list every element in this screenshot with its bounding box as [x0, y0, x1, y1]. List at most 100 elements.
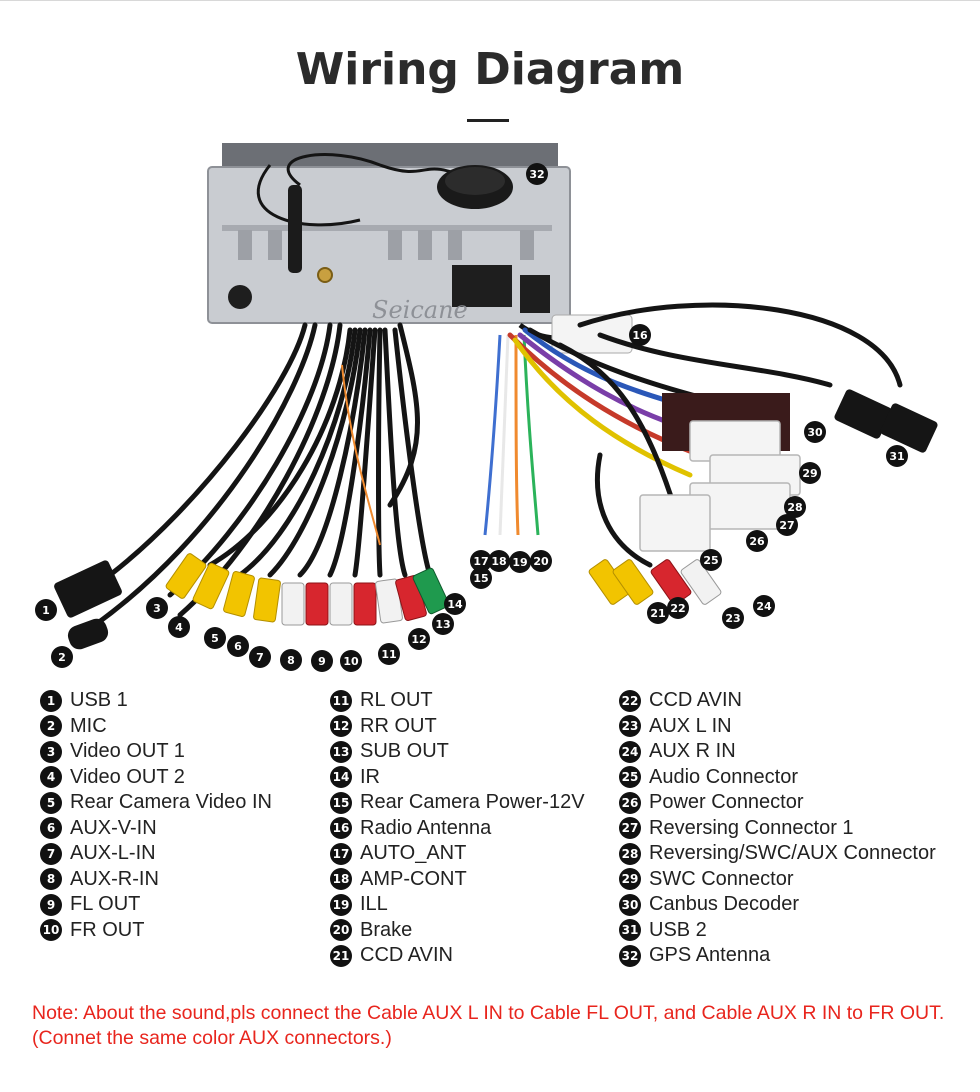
- callout-26: 26: [746, 530, 768, 552]
- legend-label: USB 1: [70, 689, 128, 712]
- svg-text:4: 4: [175, 621, 183, 634]
- callout-22: 22: [667, 597, 689, 619]
- svg-text:5: 5: [211, 632, 219, 645]
- callout-32: 32: [526, 163, 548, 185]
- svg-text:16: 16: [632, 329, 648, 342]
- legend-number: 31: [619, 919, 641, 942]
- svg-text:21: 21: [650, 607, 665, 620]
- legend-number: 30: [619, 893, 641, 916]
- callout-9: 9: [311, 650, 333, 672]
- orange-wire: [341, 364, 381, 546]
- legend-label: FR OUT: [70, 918, 145, 941]
- legend-label: Reversing Connector 1: [649, 816, 854, 839]
- svg-text:22: 22: [670, 602, 685, 615]
- callout-6: 6: [227, 635, 249, 657]
- legend-number: 7: [40, 842, 62, 865]
- legend-label: Radio Antenna: [360, 816, 492, 839]
- callout-7: 7: [249, 646, 271, 668]
- connection-note: Note: About the sound,pls connect the Ca…: [32, 1002, 945, 1049]
- legend-label: Power Connector: [649, 791, 804, 814]
- svg-text:28: 28: [787, 501, 802, 514]
- callout-12: 12: [408, 628, 430, 650]
- legend-number: 5: [40, 791, 62, 814]
- callout-10: 10: [340, 650, 362, 672]
- seicane-watermark: Seicane: [372, 296, 468, 324]
- callout-25: 25: [700, 549, 722, 571]
- svg-text:3: 3: [153, 602, 161, 615]
- legend-label: AMP-CONT: [360, 867, 467, 890]
- svg-text:15: 15: [473, 572, 488, 585]
- svg-text:17: 17: [473, 555, 488, 568]
- legend-number: 2: [40, 715, 62, 738]
- svg-text:2: 2: [58, 651, 66, 664]
- svg-text:13: 13: [435, 618, 450, 631]
- callout-3: 3: [146, 597, 168, 619]
- legend-label: CCD AVIN: [360, 944, 453, 967]
- legend-number: 24: [619, 740, 641, 763]
- legend-number: 3: [40, 740, 62, 763]
- legend-label: MIC: [70, 714, 107, 737]
- callout-29: 29: [799, 462, 821, 484]
- callout-23: 23: [722, 607, 744, 629]
- mic-jack: [67, 618, 109, 650]
- title-underline: [467, 119, 509, 122]
- legend-number: 27: [619, 817, 641, 840]
- legend-label: AUX-L-IN: [70, 842, 156, 865]
- legend-label: AUX L IN: [649, 714, 732, 737]
- head-unit: Seicane: [207, 143, 571, 324]
- top-divider: [0, 0, 980, 1]
- legend-label: IR: [360, 765, 380, 788]
- legend-label: RR OUT: [360, 714, 437, 737]
- legend-number: 10: [40, 919, 62, 942]
- svg-text:9: 9: [318, 655, 326, 668]
- svg-text:1: 1: [42, 604, 50, 617]
- legend-item: 27 Reversing Connector 1: [619, 816, 936, 842]
- svg-text:18: 18: [491, 555, 506, 568]
- svg-text:32: 32: [529, 168, 544, 181]
- svg-text:7: 7: [256, 651, 264, 664]
- svg-text:10: 10: [343, 655, 359, 668]
- svg-text:23: 23: [725, 612, 740, 625]
- callout-2: 2: [51, 646, 73, 668]
- legend-number: 26: [619, 791, 641, 814]
- signal-wires: [483, 334, 540, 536]
- svg-text:8: 8: [287, 654, 295, 667]
- legend-number: 17: [330, 842, 352, 865]
- svg-text:30: 30: [807, 426, 823, 439]
- legend-label: Video OUT 1: [70, 740, 185, 763]
- svg-text:11: 11: [381, 648, 396, 661]
- rca-plugs-left: [165, 553, 450, 626]
- callout-17: 17: [470, 550, 492, 572]
- callout-4: 4: [168, 616, 190, 638]
- legend-number: 19: [330, 893, 352, 916]
- legend-number: 13: [330, 740, 352, 763]
- gps-antenna: [256, 153, 513, 227]
- legend-number: 4: [40, 766, 62, 789]
- legend-label: Reversing/SWC/AUX Connector: [649, 842, 936, 865]
- svg-text:24: 24: [756, 600, 772, 613]
- wiring-diagram-illustration: Seicane: [35, 143, 938, 672]
- usb2-connector: [834, 389, 938, 453]
- legend-item: 26 Power Connector: [619, 790, 936, 816]
- callout-5: 5: [204, 627, 226, 649]
- legend-number: 23: [619, 715, 641, 738]
- callout-13: 13: [432, 613, 454, 635]
- legend-label: RL OUT: [360, 689, 433, 712]
- legend-number: 32: [619, 944, 641, 967]
- legend-label: GPS Antenna: [649, 944, 771, 967]
- svg-text:6: 6: [234, 640, 242, 653]
